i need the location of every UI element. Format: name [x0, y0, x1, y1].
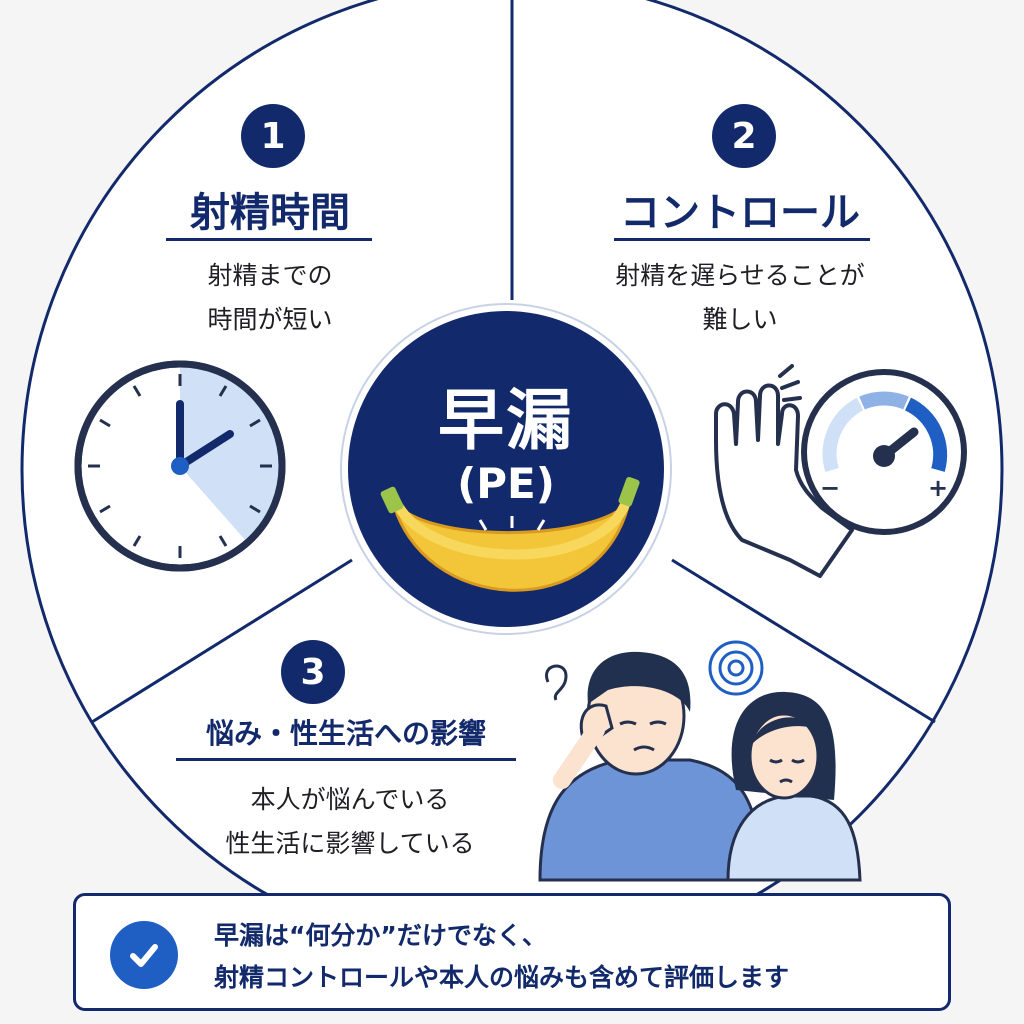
stop-hand-icon [714, 364, 854, 578]
section-3-desc: 本人が悩んでいる 性生活に影響している [190, 778, 510, 866]
section-1-desc-line1: 射精までの [207, 261, 333, 290]
center-title: 早漏 [438, 382, 574, 459]
section-3-desc-line2: 性生活に影響している [225, 829, 475, 858]
section-1-desc-line2: 時間が短い [207, 305, 333, 334]
divider-lower-right [671, 558, 936, 724]
section-2-number-badge: 2 [712, 104, 776, 168]
section-1-number-badge: 1 [241, 104, 305, 168]
section-2-rule [614, 238, 870, 241]
section-1-desc: 射精までの 時間が短い [140, 254, 400, 342]
section-3-rule [176, 758, 516, 761]
divider-lower-left [91, 558, 353, 724]
clock-icon [74, 360, 286, 572]
section-3-number-badge: 3 [281, 640, 345, 704]
center-subtitle: (PE) [457, 459, 555, 508]
check-icon [110, 921, 178, 989]
section-2-desc-line2: 難しい [702, 305, 778, 334]
summary-line2: 射精コントロールや本人の悩みも含めて評価します [214, 963, 790, 992]
summary-note: 早漏は“何分か”だけでなく、 射精コントロールや本人の悩みも含めて評価します [73, 893, 951, 1011]
gauge-icon [801, 369, 967, 535]
section-2-desc-line1: 射精を遅らせることが [615, 261, 865, 290]
section-2-desc: 射精を遅らせることが 難しい [580, 254, 900, 342]
section-3-title: 悩み・性生活への影響 [205, 717, 486, 750]
gauge-minus-label: − [820, 474, 841, 502]
section-3-desc-line1: 本人が悩んでいる [250, 785, 450, 814]
worried-woman-icon [708, 640, 862, 882]
worried-man-icon [538, 651, 764, 882]
section-1-rule [166, 238, 372, 241]
summary-line1: 早漏は“何分か”だけでなく、 [214, 921, 547, 950]
gauge-plus-label: + [928, 474, 949, 502]
section-2-title: コントロール [620, 190, 860, 236]
center-circle: 早漏 (PE) [348, 311, 664, 627]
section-1-title: 射精時間 [190, 190, 350, 236]
